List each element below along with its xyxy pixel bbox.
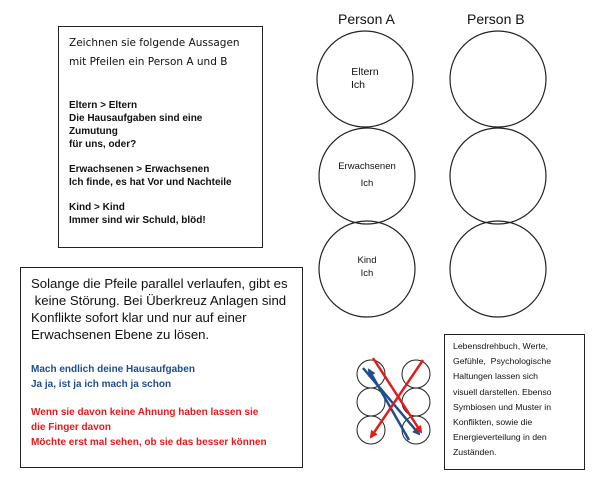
example-line: Immer sind wir Schuld, blöd! — [69, 215, 206, 226]
circle-a-erwachsenen — [318, 127, 416, 225]
note-line: Zuständen. — [453, 447, 497, 458]
note-line: Gefühle, Psychologische — [453, 356, 552, 367]
example-line: Ich finde, es hat Vor und Nachteile — [69, 177, 232, 188]
state-name: Erwachsenen — [338, 161, 396, 172]
circle-b-erwachsenen — [449, 127, 547, 225]
state-sub: Ich — [360, 268, 374, 279]
mini-arrow-red-2 — [369, 359, 425, 439]
example-kind: Kind > Kind Immer sind wir Schuld, blöd! — [69, 201, 252, 227]
paragraph-line: Solange die Pfeile parallel verlaufen, g… — [31, 276, 288, 291]
state-name: Kind — [357, 255, 377, 266]
note-line: Konflikten, sowie die — [453, 417, 533, 428]
task-intro-line: mit Pfeilen ein Person A und B — [69, 56, 228, 68]
note-box: Lebensdrehbuch, Werte, Gefühle, Psycholo… — [444, 334, 585, 470]
note-line: Symbiosen und Muster in — [453, 401, 552, 412]
red-line: die Finger davon — [31, 422, 112, 433]
example-line: für uns, oder? — [69, 139, 137, 150]
blue-line: Mach endlich deine Hausaufgaben — [31, 364, 195, 375]
task-box: Zeichnen sie folgende Aussagen mit Pfeil… — [58, 26, 263, 248]
mini-circle-a3 — [356, 415, 386, 445]
paragraph-line: Erwachsenen Ebene zu lösen. — [31, 327, 210, 342]
circle-label-kind: Kind Ich — [332, 254, 402, 280]
paragraph-line: keine Störung. Bei Überkreuz Anlagen sin… — [31, 293, 287, 308]
circle-a-kind — [318, 220, 416, 318]
task-intro-line: Zeichnen sie folgende Aussagen — [69, 37, 240, 49]
red-line: Möchte erst mal sehen, ob sie das besser… — [31, 437, 267, 448]
person-a-label: Person A — [338, 11, 395, 27]
example-title: Eltern > Eltern — [69, 100, 138, 111]
mini-arrow-blue-1 — [362, 367, 421, 436]
circle-a-eltern — [316, 30, 414, 128]
example-eltern: Eltern > Eltern Die Hausaufgaben sind ei… — [69, 99, 252, 151]
note-line: Haltungen lassen sich — [453, 371, 538, 382]
circle-b-eltern — [449, 30, 547, 128]
red-line: Wenn sie davon keine Ahnung haben lassen… — [31, 407, 259, 418]
note-line: Energieverteilung in den — [453, 432, 547, 443]
explanation-box: Solange die Pfeile parallel verlaufen, g… — [20, 267, 303, 468]
example-line: Die Hausaufgaben sind eine Zumutung — [69, 113, 203, 137]
task-intro: Zeichnen sie folgende Aussagen mit Pfeil… — [69, 34, 252, 72]
person-b-label: Person B — [467, 11, 525, 27]
note-line: visuell darstellen. Ebenso — [453, 386, 552, 397]
explanation-paragraph: Solange die Pfeile parallel verlaufen, g… — [31, 275, 292, 343]
mini-arrow-red-1 — [371, 357, 423, 434]
mini-arrow-blue-2 — [367, 368, 411, 441]
circle-label-eltern: Eltern Ich — [335, 66, 395, 92]
example-title: Erwachsenen > Erwachsenen — [69, 164, 210, 175]
circle-label-erwachsenen: Erwachsenen Ich — [332, 160, 402, 190]
state-sub: Ich — [350, 79, 365, 91]
mini-circle-b2 — [401, 387, 431, 417]
example-erwachsenen: Erwachsenen > Erwachsenen Ich finde, es … — [69, 163, 252, 189]
example-title: Kind > Kind — [69, 202, 125, 213]
note-line: Lebensdrehbuch, Werte, — [453, 341, 548, 351]
state-sub: Ich — [360, 178, 374, 189]
state-name: Eltern — [351, 66, 379, 78]
circle-b-kind — [449, 220, 547, 318]
paragraph-line: Konflikte sofort klar und nur auf einer — [31, 310, 247, 325]
blue-line: Ja ja, ist ja ich mach ja schon — [31, 379, 172, 390]
